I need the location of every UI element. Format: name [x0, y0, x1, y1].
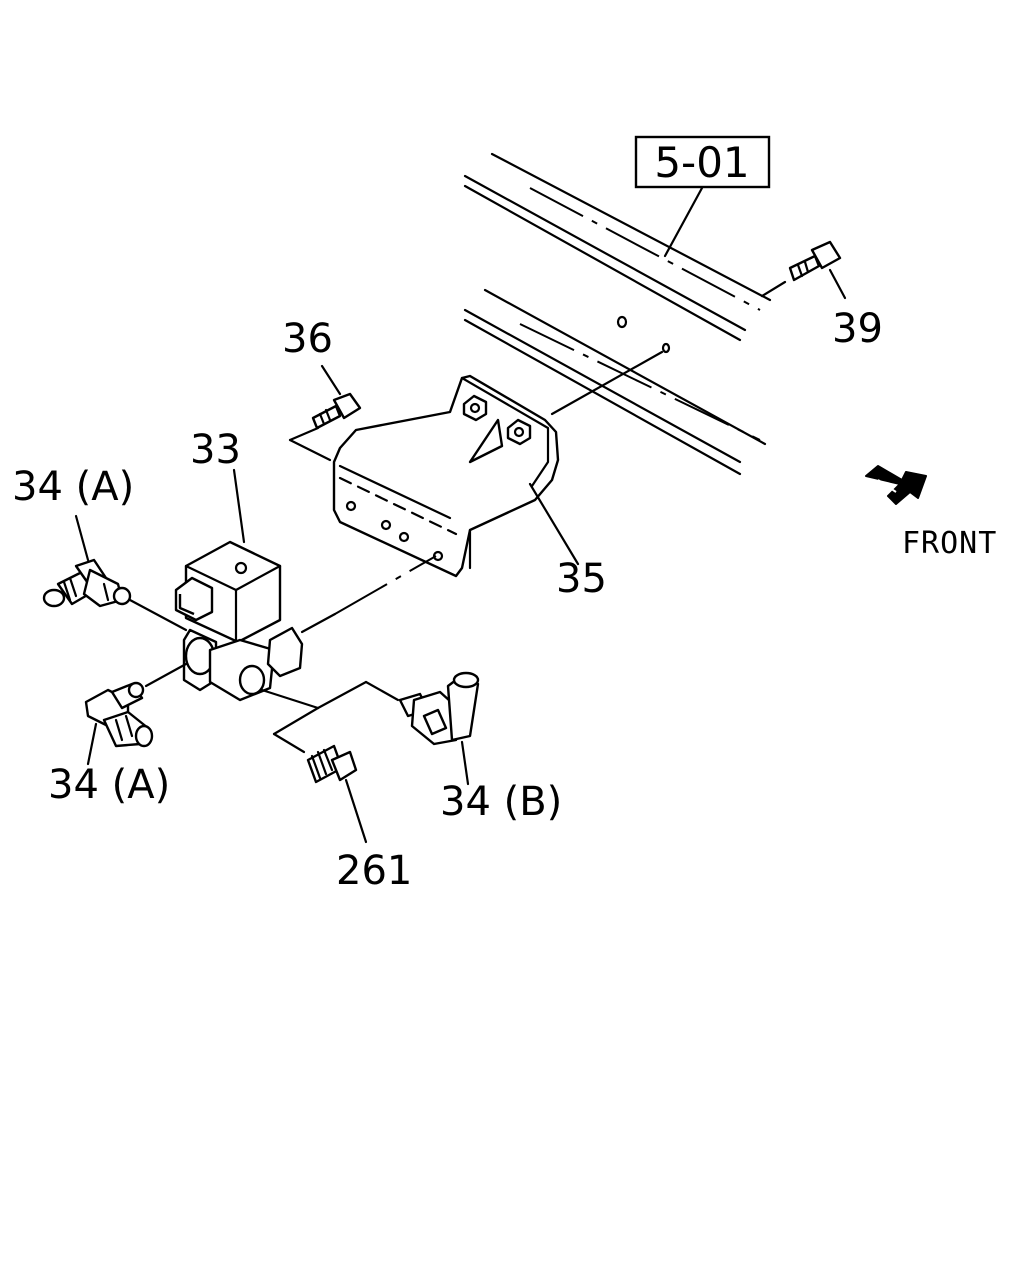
- callout-39: 39: [832, 306, 883, 352]
- callout-33: 33: [190, 427, 241, 473]
- fitting-34a-top: [42, 514, 188, 632]
- callout-36: 36: [282, 316, 333, 362]
- front-arrow-icon: [865, 465, 927, 505]
- plug-261: [272, 706, 368, 844]
- callout-34a-bottom: 34 (A): [48, 762, 170, 808]
- front-label: FRONT: [902, 526, 997, 561]
- callout-34b: 34 (B): [440, 779, 562, 825]
- fitting-34b: [260, 671, 480, 786]
- callout-35: 35: [556, 556, 607, 602]
- reference-box: 5-01: [634, 135, 771, 258]
- fitting-34a-bottom: [84, 662, 188, 766]
- callout-34a-top: 34 (A): [12, 464, 134, 510]
- callout-261: 261: [336, 848, 412, 894]
- valve-33: [174, 468, 437, 702]
- bolt-39: [760, 240, 847, 300]
- ref-box-label: 5-01: [654, 138, 749, 187]
- bolt-36: [288, 364, 362, 462]
- bracket-35: [332, 350, 664, 578]
